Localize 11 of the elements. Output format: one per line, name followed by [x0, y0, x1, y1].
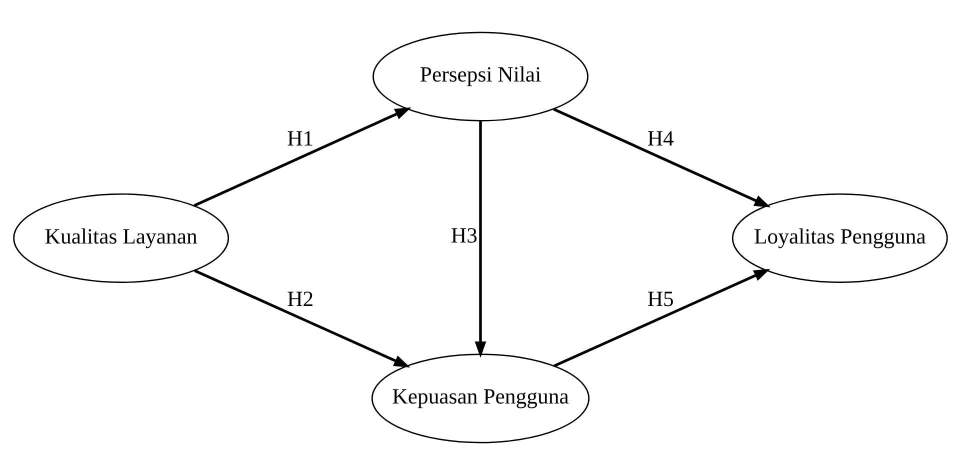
arrow	[474, 120, 486, 358]
arrow	[553, 268, 770, 367]
arrow	[553, 107, 771, 207]
edge-label: H3	[450, 223, 478, 248]
node-ellipse: Kualitas Layanan	[13, 192, 230, 282]
edge-label: H2	[287, 286, 314, 310]
edge-label: H5	[647, 286, 674, 310]
edge-label: H4	[647, 126, 674, 150]
arrow	[194, 268, 410, 367]
arrow	[194, 106, 412, 206]
edge-label: H1	[287, 126, 314, 150]
